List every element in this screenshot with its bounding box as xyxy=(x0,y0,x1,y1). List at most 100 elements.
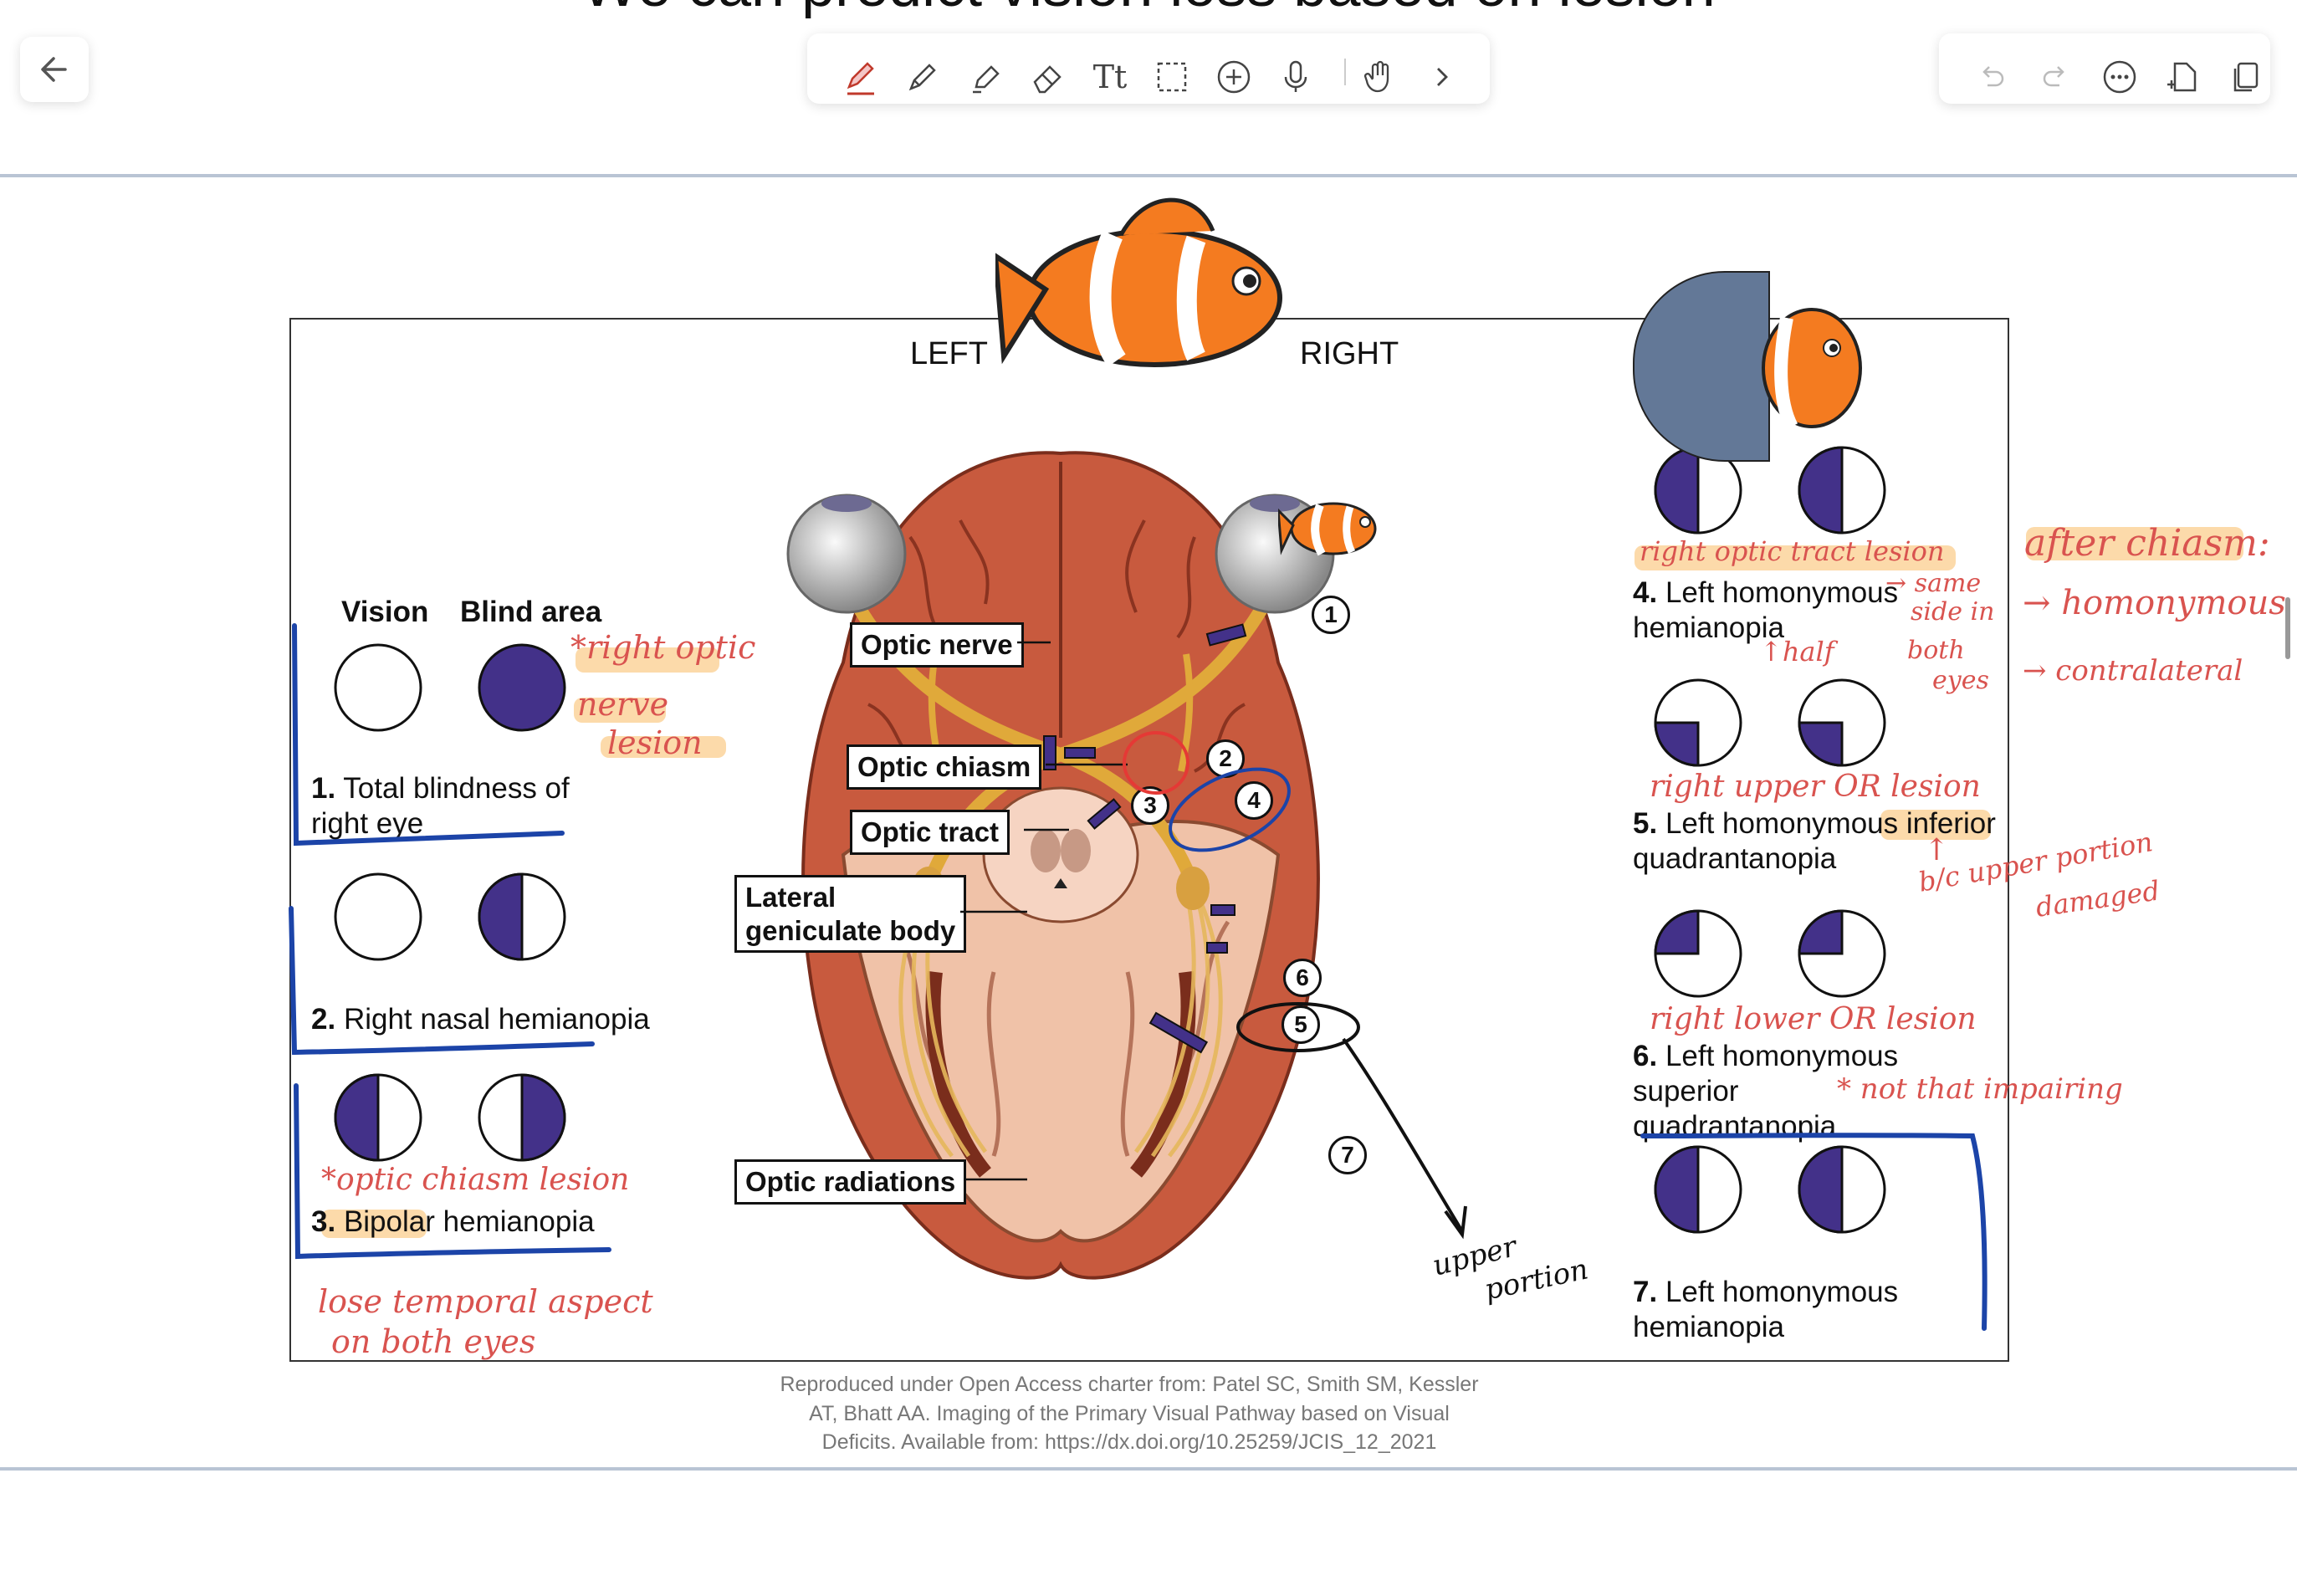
deficit-1-number: 1. xyxy=(311,772,336,805)
deficit-4-line2: hemianopia xyxy=(1633,611,1784,644)
lesion-marker-4: 4 xyxy=(1235,781,1273,820)
field-7-vision xyxy=(1654,1145,1700,1234)
mic-tool[interactable] xyxy=(1272,54,1319,100)
note-half: ↑half xyxy=(1760,636,1834,668)
deficit-2-line1: Right nasal hemianopia xyxy=(343,1003,650,1036)
drawing-toolbar: Tt xyxy=(807,33,1490,104)
pages-icon xyxy=(2233,62,2259,92)
deficit-7: 7. Left homonymous hemianopia xyxy=(1633,1275,1898,1345)
note-not-that-impairing: * not that impairing xyxy=(1837,1072,2123,1106)
more-tools-button[interactable] xyxy=(1418,54,1465,100)
label-optic-chiasm: Optic chiasm xyxy=(847,744,1042,790)
deficit-5: 5. Left homonymous inferior quadrantanop… xyxy=(1633,806,1996,877)
pen-tool[interactable] xyxy=(837,54,884,100)
field-3-blind xyxy=(520,1073,566,1162)
lesion-marker-5: 5 xyxy=(1282,1005,1320,1044)
microphone-icon xyxy=(1284,60,1307,92)
note-homonymous: → homonymous xyxy=(2023,584,2286,622)
undo-icon xyxy=(1982,66,2004,87)
clownfish-sticker-tiny xyxy=(1278,502,1377,556)
vision-header: Vision xyxy=(341,596,429,628)
label-optic-nerve: Optic nerve xyxy=(850,622,1024,668)
visual-field-diagrams xyxy=(334,446,1886,1234)
note-right-lower-or-lesion: right lower OR lesion xyxy=(1650,1002,1977,1036)
back-button[interactable] xyxy=(20,37,89,102)
slide-title: We can predict vision loss based on lesi… xyxy=(0,0,2297,20)
figure-credit: Reproduced under Open Access charter fro… xyxy=(753,1370,1506,1457)
deficit-2: 2. Right nasal hemianopia xyxy=(311,1002,650,1037)
lesion-marker-7: 7 xyxy=(1328,1136,1367,1174)
pencil-icon xyxy=(908,64,936,91)
lesion-marker-6: 6 xyxy=(1283,959,1322,997)
deficit-7-line1: Left homonymous xyxy=(1665,1276,1899,1308)
undo-button[interactable] xyxy=(1967,54,2014,100)
credit-line-1: Reproduced under Open Access charter fro… xyxy=(780,1373,1479,1396)
label-leader-lines xyxy=(960,641,1467,1240)
highlighter-icon xyxy=(973,65,1000,94)
more-icon xyxy=(2103,60,2136,94)
highlighter-tool[interactable] xyxy=(963,54,1010,100)
deficit-7-number: 7. xyxy=(1633,1276,1658,1308)
eraser-icon xyxy=(1033,65,1062,94)
note-side-in: side in xyxy=(1911,597,1995,627)
gray-shape xyxy=(1633,271,1770,462)
field-3-vision xyxy=(334,1073,380,1162)
lgb-line2: geniculate body xyxy=(745,914,956,946)
highlight-optic-tract-lesion xyxy=(1635,545,1956,570)
pen-icon xyxy=(847,62,874,95)
more-button[interactable] xyxy=(2096,54,2143,100)
note-lesion: lesion xyxy=(607,724,703,761)
note-arrow-up: ↑ xyxy=(1924,833,1950,867)
highlight-lesion xyxy=(601,736,726,758)
deficit-1-line2: right eye xyxy=(311,807,424,840)
blind-area-header: Blind area xyxy=(460,596,602,628)
deficit-3-hemianopia: hemianopia xyxy=(434,1205,595,1238)
field-5-vision xyxy=(1654,721,1700,767)
plus-icon xyxy=(1217,60,1251,94)
highlight-nerve xyxy=(574,698,666,723)
redo-button[interactable] xyxy=(2033,54,2080,100)
label-lateral-geniculate-body: Lateral geniculate body xyxy=(734,875,967,954)
arrow-left-icon xyxy=(41,57,67,82)
note-optic-tract-lesion: right optic tract lesion xyxy=(1640,535,1945,567)
add-page-icon xyxy=(2167,62,2197,92)
highlight-inferior xyxy=(1880,810,1991,840)
add-tool[interactable] xyxy=(1210,54,1257,100)
deficit-6-line1: Left homonymous superior xyxy=(1633,1040,1899,1107)
field-7-blind xyxy=(1798,1145,1844,1234)
field-1-vision xyxy=(334,643,422,732)
note-right-upper-or-lesion: right upper OR lesion xyxy=(1650,770,1981,804)
clownfish-sticker-small xyxy=(1762,308,1862,430)
note-right-optic: *right optic xyxy=(570,629,756,666)
text-tool[interactable]: Tt xyxy=(1087,54,1133,100)
pages-button[interactable] xyxy=(2222,54,2269,100)
credit-line-2: AT, Bhatt AA. Imaging of the Primary Vis… xyxy=(809,1401,1450,1425)
note-eyes: eyes xyxy=(1932,666,1989,695)
pencil-tool[interactable] xyxy=(899,54,946,100)
note-both: both xyxy=(1907,636,1965,665)
lgb-line1: Lateral xyxy=(745,882,836,913)
clownfish-sticker-large xyxy=(995,197,1282,367)
eraser-tool[interactable] xyxy=(1025,54,1072,100)
highlight-after-chiasm xyxy=(2026,527,2243,560)
label-optic-tract: Optic tract xyxy=(850,810,1010,855)
field-5-blind xyxy=(1798,721,1844,767)
deficit-5-inferior: inferior xyxy=(1906,807,1996,840)
note-lose-temporal: lose temporal aspect xyxy=(318,1283,653,1320)
visual-pathway-figure: 1 2 3 4 5 6 7 LEFT RIGHT Optic nerve Opt… xyxy=(289,318,2243,1362)
touch-tool[interactable] xyxy=(1356,54,1403,100)
scrollbar[interactable] xyxy=(2285,597,2290,659)
note-nerve: nerve xyxy=(577,686,669,723)
deficit-2-number: 2. xyxy=(311,1003,336,1036)
field-6-vision xyxy=(1654,909,1700,955)
deficit-4: 4. Left homonymous hemianopia xyxy=(1633,575,1898,646)
field-1-blind xyxy=(478,643,566,732)
deficit-4-line1: Left homonymous xyxy=(1665,576,1899,609)
note-after-chiasm: after chiasm: xyxy=(2024,522,2270,565)
lasso-tool[interactable] xyxy=(1148,54,1195,100)
add-page-button[interactable] xyxy=(2160,54,2207,100)
deficit-3: 3. Bipolar hemianopia xyxy=(311,1205,595,1240)
toolbar-divider xyxy=(1344,59,1346,85)
deficit-3-number: 3. xyxy=(311,1205,336,1238)
chevron-right-icon xyxy=(1437,68,1448,86)
